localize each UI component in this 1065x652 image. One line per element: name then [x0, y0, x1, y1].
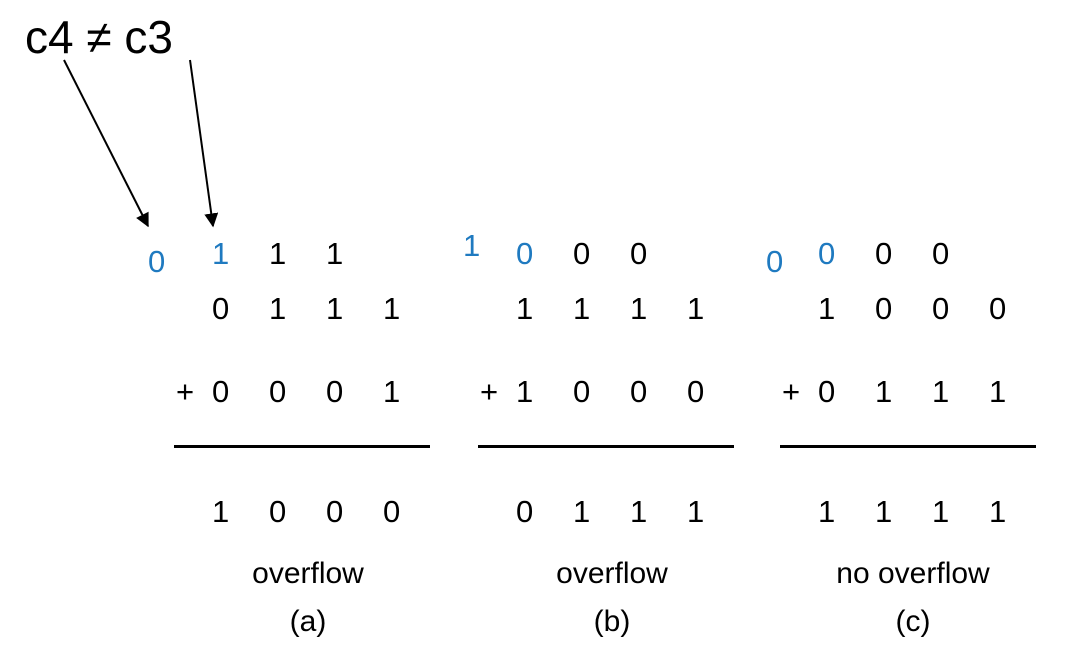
carry-digit: 1: [463, 228, 481, 263]
plus-sign: +: [480, 374, 499, 409]
result-digit: 1: [687, 494, 705, 529]
operand1-digit: 0: [212, 291, 230, 326]
operand2-digit: 0: [818, 374, 836, 409]
annotation-c4-neq-c3: c4 ≠ c3: [25, 11, 173, 63]
carry-digit: 0: [932, 236, 950, 271]
panel-tag: (b): [593, 605, 631, 638]
carry-digit: 0: [516, 236, 534, 271]
carry-digit: 0: [818, 236, 836, 271]
operand2-digit: 1: [516, 374, 534, 409]
operand2-digit: 1: [989, 374, 1007, 409]
operand1-digit: 1: [383, 291, 401, 326]
carry-digit: 0: [875, 236, 893, 271]
operand2-digit: 0: [212, 374, 230, 409]
carry-digit: 0: [573, 236, 591, 271]
result-digit: 1: [630, 494, 648, 529]
operand2-digit: 1: [932, 374, 950, 409]
carry-digit: 0: [766, 244, 784, 279]
sum-rule: [174, 445, 430, 448]
operand1-digit: 1: [630, 291, 648, 326]
result-digit: 1: [875, 494, 893, 529]
plus-sign: +: [782, 374, 801, 409]
operand2-digit: 0: [269, 374, 287, 409]
result-digit: 0: [326, 494, 344, 529]
operand2-digit: 0: [630, 374, 648, 409]
result-digit: 1: [989, 494, 1007, 529]
carry-digit: 1: [212, 236, 230, 271]
operand1-digit: 1: [573, 291, 591, 326]
operand1-digit: 1: [326, 291, 344, 326]
sum-rule: [478, 445, 734, 448]
operand1-digit: 1: [687, 291, 705, 326]
operand2-digit: 0: [326, 374, 344, 409]
operand1-digit: 0: [875, 291, 893, 326]
result-digit: 1: [818, 494, 836, 529]
result-digit: 0: [269, 494, 287, 529]
operand2-digit: 0: [687, 374, 705, 409]
result-digit: 1: [932, 494, 950, 529]
panel-tag: (c): [895, 605, 931, 638]
carry-digit: 0: [630, 236, 648, 271]
carry-digit: 0: [148, 244, 166, 279]
status-label: overflow: [556, 557, 668, 590]
operand2-digit: 1: [383, 374, 401, 409]
operand1-digit: 1: [516, 291, 534, 326]
operand1-digit: 1: [269, 291, 287, 326]
operand2-digit: 1: [875, 374, 893, 409]
operand1-digit: 0: [932, 291, 950, 326]
result-digit: 1: [212, 494, 230, 529]
operand2-digit: 0: [573, 374, 591, 409]
status-label: no overflow: [836, 557, 990, 590]
result-digit: 1: [573, 494, 591, 529]
status-label: overflow: [252, 557, 364, 590]
panel-tag: (a): [289, 605, 327, 638]
arrow-to-c4: [63, 59, 149, 228]
result-digit: 0: [516, 494, 534, 529]
carry-digit: 1: [326, 236, 344, 271]
sum-rule: [780, 445, 1036, 448]
plus-sign: +: [176, 374, 195, 409]
operand1-digit: 1: [818, 291, 836, 326]
arrow-to-c3: [189, 59, 219, 228]
result-digit: 0: [383, 494, 401, 529]
carry-digit: 1: [269, 236, 287, 271]
operand1-digit: 0: [989, 291, 1007, 326]
